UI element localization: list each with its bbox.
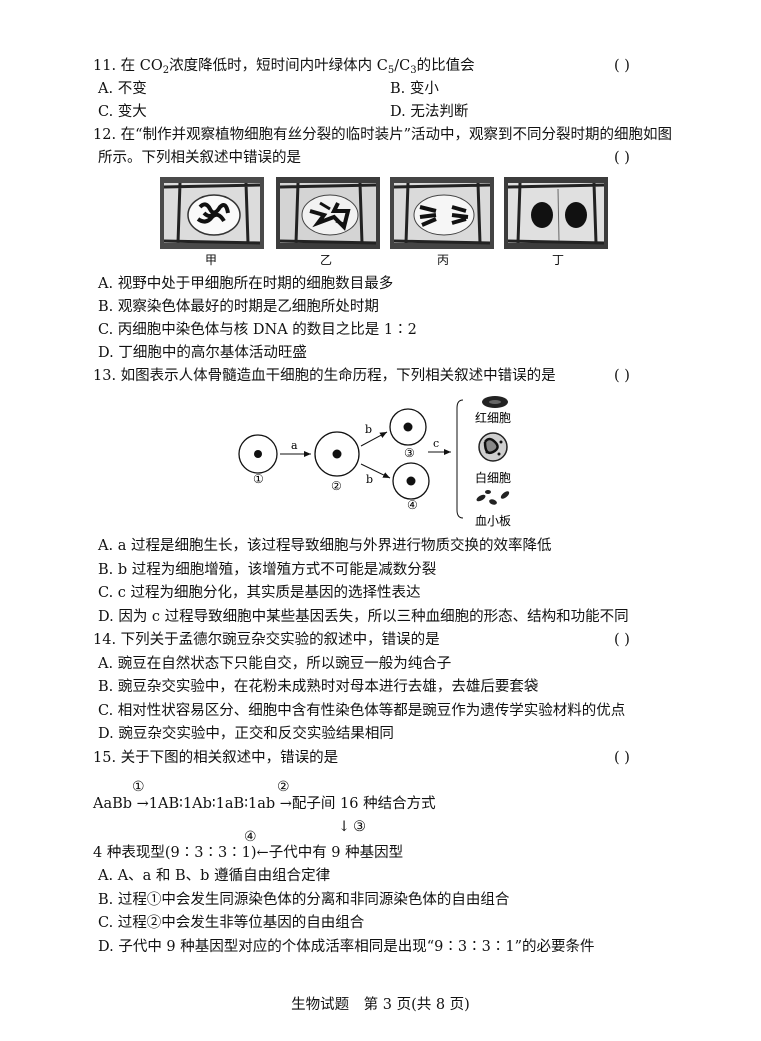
q12-answer-paren: ( ) [614, 150, 630, 166]
q14-option-a: A. 豌豆在自然状态下只能自交，所以豌豆一般为纯合子 [98, 656, 452, 672]
arrow-label-b-up: b [365, 423, 372, 436]
micrograph-jia [160, 177, 264, 249]
arrow-b-up [360, 431, 388, 447]
q14-stem: 14. 下列关于孟德尔豌豆杂交实验的叙述中，错误的是 [93, 632, 440, 648]
bracket [456, 399, 464, 519]
arrow-b-down [360, 463, 391, 479]
q12-option-c: C. 丙细胞中染色体与核 DNA 的数目之比是 1∶2 [98, 322, 417, 338]
q15-option-d: D. 子代中 9 种基因型对应的个体成活率相同是出现“9∶3∶3∶1”的必要条件 [98, 939, 595, 955]
q15-option-b: B. 过程①中会发生同源染色体的分离和非同源染色体的自由组合 [98, 892, 510, 908]
arrow-label-a: a [291, 439, 298, 452]
label-platelet: 血小板 [475, 514, 511, 528]
flow-down-arrow: ↓ [338, 819, 351, 835]
arrow-label-c: c [433, 437, 439, 450]
q14-option-b: B. 豌豆杂交实验中，在花粉未成熟时对母本进行去雄，去雄后要套袋 [98, 679, 539, 695]
cell-3 [389, 408, 427, 446]
q11-answer-paren: ( ) [614, 58, 630, 74]
q13-option-b: B. b 过程为细胞增殖，该增殖方式不可能是减数分裂 [98, 562, 437, 578]
label-3: ③ [404, 446, 415, 460]
micrograph-ding [504, 177, 608, 249]
flow-line-2: 4 种表现型(9∶3∶3∶1)←子代中有 9 种基因型 [93, 845, 404, 861]
flow-mark-2: ② [277, 779, 290, 795]
q15-option-c: C. 过程②中会发生非等位基因的自由组合 [98, 915, 365, 931]
hematopoiesis-diagram: ① ② ③ ④ a b b c 红细胞 白细胞 血小板 [238, 396, 511, 528]
q13-answer-paren: ( ) [614, 368, 630, 384]
caption-jia: 甲 [205, 253, 218, 267]
q11-option-b: B. 变小 [390, 81, 439, 97]
q15-option-a: A. A、a 和 B、b 遵循自由组合定律 [98, 868, 331, 884]
q12-option-a: A. 视野中处于甲细胞所在时期的细胞数目最多 [98, 276, 394, 292]
flow-mark-4: ④ [244, 829, 257, 845]
q15-stem: 15. 关于下图的相关叙述中，错误的是 [93, 750, 339, 766]
q13-option-c: C. c 过程为细胞分化，其实质是基因的选择性表达 [98, 585, 421, 601]
q11-option-a: A. 不变 [98, 81, 147, 97]
cell-4 [392, 462, 430, 500]
q14-option-c: C. 相对性状容易区分、细胞中含有性染色体等都是豌豆作为遗传学实验材料的优点 [98, 703, 626, 719]
flow-line-1: AaBb →1AB∶1Ab∶1aB∶1ab →配子间 16 种结合方式 [93, 796, 436, 812]
q14-answer-paren: ( ) [614, 632, 630, 648]
q13-stem: 13. 如图表示人体骨髓造血干细胞的生命历程，下列相关叙述中错误的是 [93, 368, 556, 384]
q12-option-b: B. 观察染色体最好的时期是乙细胞所处时期 [98, 299, 379, 315]
caption-yi: 乙 [320, 253, 333, 267]
cell-2 [314, 431, 360, 477]
q11-option-c: C. 变大 [98, 104, 147, 120]
micrograph-bing [390, 177, 494, 249]
q15-answer-paren: ( ) [614, 750, 630, 766]
caption-ding: 丁 [552, 253, 565, 267]
flow-mark-1: ① [132, 779, 145, 795]
micrograph-yi [276, 177, 380, 249]
caption-bing: 丙 [437, 253, 450, 267]
q12-option-d: D. 丁细胞中的高尔基体活动旺盛 [98, 345, 307, 361]
q14-option-d: D. 豌豆杂交实验中，正交和反交实验结果相同 [98, 726, 394, 742]
label-2: ② [331, 479, 342, 493]
cell-1 [238, 434, 278, 474]
label-4: ④ [407, 498, 418, 512]
label-red-blood-cell: 红细胞 [475, 410, 511, 425]
q12-stem-line2: 所示。下列相关叙述中错误的是 [98, 150, 301, 166]
white-blood-cell-icon [478, 432, 508, 462]
label-1: ① [253, 472, 264, 486]
red-blood-cell-icon [482, 396, 508, 408]
page-footer: 生物试题 第 3 页(共 8 页) [291, 997, 470, 1013]
q11-stem: 11. 在 CO2浓度降低时，短时间内叶绿体内 C5/C3的比值会 [93, 58, 475, 76]
arrow-label-b-down: b [366, 473, 373, 486]
q13-option-a: A. a 过程是细胞生长，该过程导致细胞与外界进行物质交换的效率降低 [98, 538, 552, 554]
q13-option-d: D. 因为 c 过程导致细胞中某些基因丢失，所以三种血细胞的形态、结构和功能不同 [98, 609, 629, 625]
q12-stem-line1: 12. 在“制作并观察植物细胞有丝分裂的临时装片”活动中，观察到不同分裂时期的细… [93, 127, 672, 143]
label-white-blood-cell: 白细胞 [475, 470, 511, 485]
flow-mark-3: ③ [353, 819, 366, 835]
q11-option-d: D. 无法判断 [390, 104, 469, 120]
platelet-icon [476, 490, 510, 505]
